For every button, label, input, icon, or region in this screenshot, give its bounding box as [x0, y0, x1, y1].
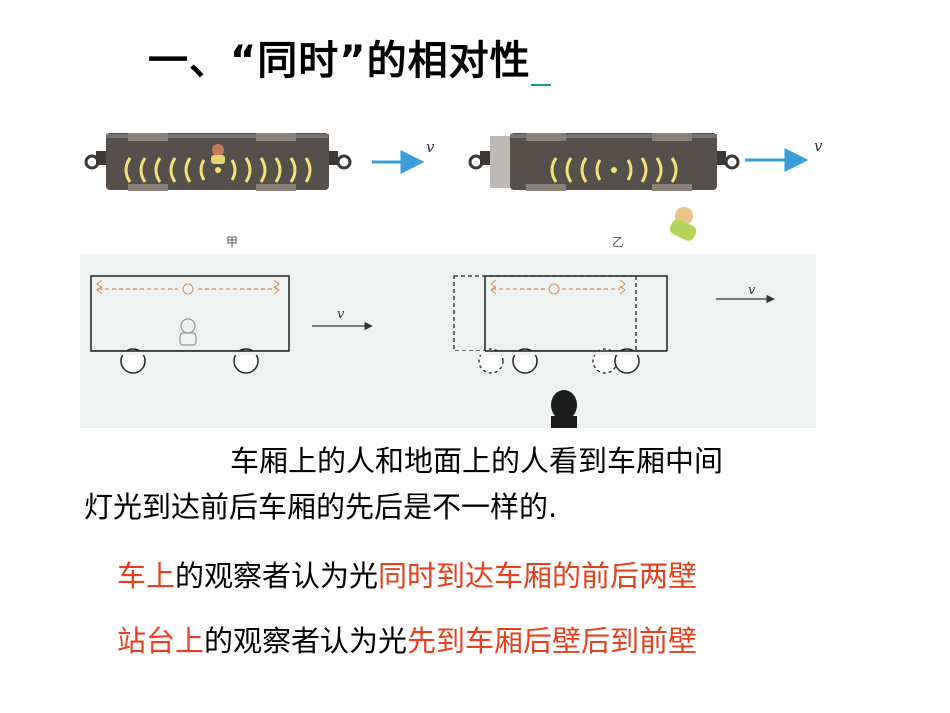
velocity-label: v — [426, 138, 435, 156]
panel-label-jia: 甲 — [226, 235, 238, 249]
platform-observer-head-icon — [551, 390, 577, 428]
velocity-label: v — [748, 283, 756, 298]
title-underline — [530, 46, 551, 86]
explanation-paragraph: 车厢上的人和地面上的人看到车厢中间 灯光到达前后车厢的先后是不一样的. — [84, 438, 884, 530]
train-car-left — [84, 133, 352, 191]
diagram-background — [80, 254, 816, 428]
light-rings-left — [124, 157, 312, 183]
statement-platform-observer: 站台上的观察者认为光先到车厢后壁后到前壁 — [117, 618, 697, 660]
slide-title-text: 一、“同时”的相对性 — [148, 38, 531, 84]
statement2-subject: 站台上 — [117, 624, 205, 658]
velocity-label: v — [337, 307, 345, 322]
velocity-label: v — [814, 137, 823, 155]
paragraph-line-2: 灯光到达前后车厢的先后是不一样的. — [84, 490, 558, 524]
statement2-middle: 的观察者认为光 — [204, 624, 408, 658]
relativity-figure: v v 甲 乙 — [80, 133, 823, 428]
statement2-conclusion: 先到车厢后壁后到前壁 — [407, 624, 698, 658]
car-outline-left — [90, 275, 290, 374]
observer-on-platform-icon — [669, 207, 697, 241]
slide-title: 一、“同时”的相对性 — [148, 28, 551, 86]
statement1-middle: 的观察者认为光 — [175, 559, 379, 593]
observer-on-train-icon — [211, 144, 225, 164]
car-outline-right — [453, 275, 669, 374]
statement-train-observer: 车上的观察者认为光同时到达车厢的前后两壁 — [117, 553, 697, 595]
panel-label-yi: 乙 — [612, 235, 624, 249]
statement1-subject: 车上 — [117, 559, 176, 593]
paragraph-line-1: 车厢上的人和地面上的人看到车厢中间 — [230, 444, 724, 478]
light-rings-right — [550, 157, 678, 183]
statement1-conclusion: 同时到达车厢的前后两壁 — [378, 559, 698, 593]
train-car-right — [468, 133, 740, 191]
